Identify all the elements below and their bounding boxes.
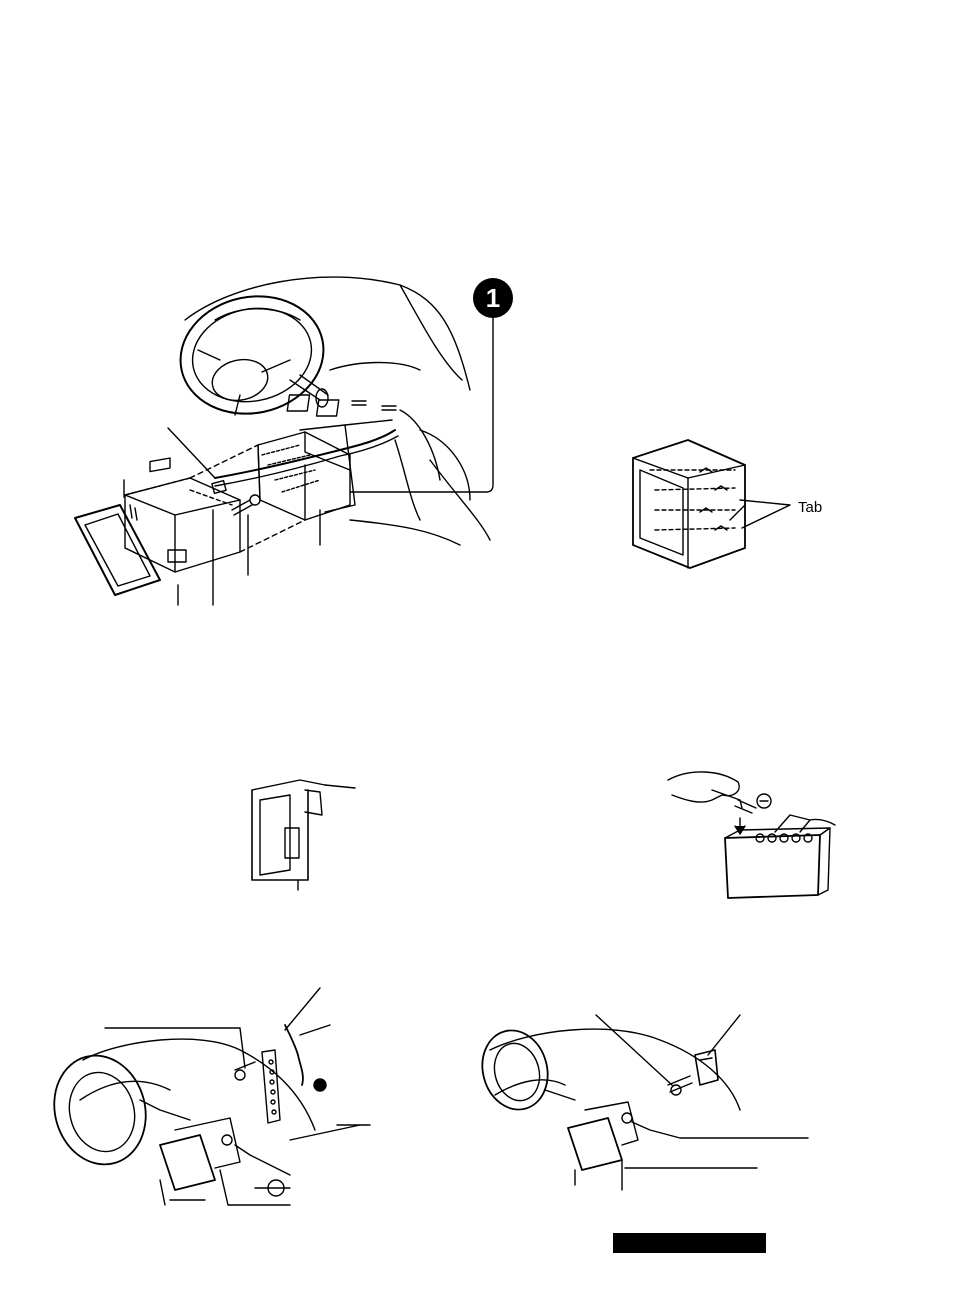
strap-mounting-scene	[42, 988, 370, 1205]
battery-disconnect	[668, 772, 835, 898]
circled-one-label: ①	[276, 1192, 277, 1194]
mounting-sleeve	[258, 432, 350, 520]
detail-bracket	[252, 780, 355, 890]
minus-sign-label: ⊖	[764, 804, 765, 806]
trim-plate	[75, 505, 160, 595]
dashboard-scene	[75, 277, 493, 605]
radio-unit	[125, 458, 240, 572]
black-bar	[613, 1233, 766, 1253]
tab-label: Tab	[798, 499, 822, 516]
callout-1-number: 1	[486, 283, 500, 313]
sleeve-with-tabs	[633, 440, 790, 568]
hook-mounting-scene	[474, 1015, 808, 1190]
